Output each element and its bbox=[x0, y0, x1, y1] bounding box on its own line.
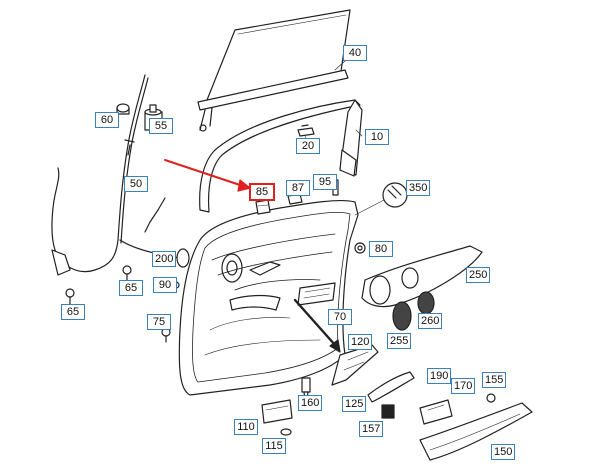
callout-87[interactable]: 87 bbox=[286, 180, 310, 196]
switch-part-110 bbox=[261, 399, 293, 424]
speaker-grille bbox=[361, 245, 483, 308]
screw-part-65-upper bbox=[122, 265, 132, 281]
armrest-trim bbox=[419, 402, 533, 461]
window-glass bbox=[197, 9, 351, 132]
screw-part-155 bbox=[486, 393, 496, 403]
callout-160[interactable]: 160 bbox=[298, 395, 323, 411]
grommet-part-80 bbox=[354, 242, 366, 254]
callout-80[interactable]: 80 bbox=[369, 241, 393, 257]
callout-350[interactable]: 350 bbox=[406, 180, 431, 196]
callout-90[interactable]: 90 bbox=[153, 277, 177, 293]
callout-155[interactable]: 155 bbox=[482, 372, 507, 388]
callout-75[interactable]: 75 bbox=[147, 314, 171, 330]
bulb-part-157 bbox=[381, 404, 395, 419]
callout-65-upper[interactable]: 65 bbox=[119, 280, 143, 296]
callout-40[interactable]: 40 bbox=[343, 45, 367, 61]
clip-part-85 bbox=[255, 199, 271, 215]
callout-120[interactable]: 120 bbox=[348, 334, 373, 350]
window-switch bbox=[419, 399, 453, 425]
bowden-cable bbox=[51, 74, 181, 276]
callout-65-lower[interactable]: 65 bbox=[61, 304, 85, 320]
callout-50[interactable]: 50 bbox=[124, 176, 148, 192]
clip-part-20 bbox=[297, 124, 315, 137]
handle-cover-part-125 bbox=[367, 371, 415, 403]
callout-55[interactable]: 55 bbox=[149, 118, 173, 134]
callout-190[interactable]: 190 bbox=[427, 368, 452, 384]
callout-200[interactable]: 200 bbox=[152, 251, 177, 267]
callout-170[interactable]: 170 bbox=[451, 378, 476, 394]
callout-115[interactable]: 115 bbox=[262, 438, 286, 454]
callout-250[interactable]: 250 bbox=[466, 267, 491, 283]
callout-20[interactable]: 20 bbox=[296, 138, 320, 154]
tweeter-part-200 bbox=[176, 248, 190, 268]
callout-150[interactable]: 150 bbox=[491, 444, 516, 460]
callout-60[interactable]: 60 bbox=[95, 112, 119, 128]
highlight-arrow bbox=[164, 159, 251, 192]
callout-255[interactable]: 255 bbox=[387, 333, 412, 349]
clip-part-115 bbox=[280, 428, 292, 436]
door-frame-seal bbox=[199, 99, 363, 213]
speaker-part-260 bbox=[392, 291, 435, 331]
callout-10[interactable]: 10 bbox=[365, 129, 389, 145]
assembly-arrow bbox=[293, 298, 337, 347]
callout-157[interactable]: 157 bbox=[359, 421, 384, 437]
screw-part-65-lower bbox=[65, 288, 75, 305]
wrench-icon bbox=[354, 182, 408, 216]
callout-70[interactable]: 70 bbox=[328, 309, 352, 325]
screw-part-75 bbox=[161, 327, 171, 343]
door-trim-panel bbox=[178, 199, 359, 396]
callout-260[interactable]: 260 bbox=[418, 313, 443, 329]
callout-85-highlighted[interactable]: 85 bbox=[249, 183, 275, 201]
callout-125[interactable]: 125 bbox=[342, 396, 367, 412]
plug-part-60 bbox=[116, 103, 130, 115]
callout-95[interactable]: 95 bbox=[313, 174, 337, 190]
callout-110[interactable]: 110 bbox=[234, 419, 258, 435]
